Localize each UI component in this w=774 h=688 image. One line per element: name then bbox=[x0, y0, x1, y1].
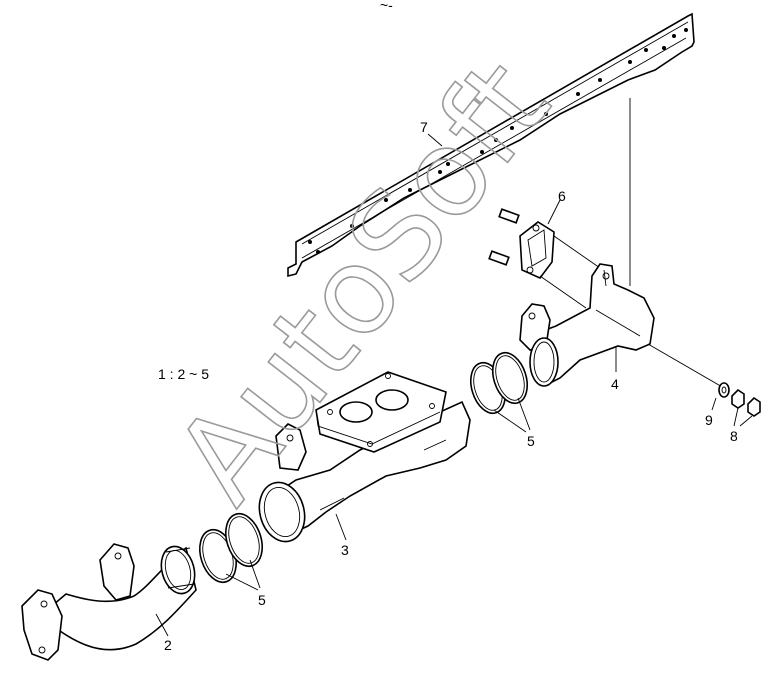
exhaust-manifold-rear bbox=[519, 263, 655, 387]
leader-line-9 bbox=[711, 397, 717, 411]
callout-5-rear: 5 bbox=[527, 433, 535, 449]
leader-line-8b bbox=[739, 415, 753, 427]
leader-line-8a bbox=[733, 407, 739, 427]
seal-ring-front-pair bbox=[199, 512, 263, 584]
leader-line-gasket bbox=[553, 235, 601, 269]
leader-line-5-rear-a bbox=[493, 409, 527, 433]
leader-line-5-front-b bbox=[249, 559, 261, 589]
seal-ring-rear-pair bbox=[469, 351, 529, 415]
flange-gasket bbox=[519, 221, 555, 279]
leader-line-6 bbox=[547, 199, 561, 225]
leader-line-2 bbox=[155, 613, 169, 637]
leader-line-3 bbox=[335, 513, 347, 541]
callout-7: 7 bbox=[420, 119, 428, 135]
top-mark: ~- bbox=[380, 0, 393, 13]
washer bbox=[718, 382, 730, 398]
heat-shield-plate bbox=[287, 12, 695, 278]
callout-3: 3 bbox=[341, 542, 349, 558]
hex-nut bbox=[731, 388, 761, 417]
callout-5-front: 5 bbox=[258, 592, 266, 608]
exhaust-manifold-center bbox=[258, 371, 471, 543]
leader-line-gasket-2 bbox=[539, 275, 587, 309]
callout-8: 8 bbox=[730, 428, 738, 444]
leader-line-bolt-axis bbox=[647, 343, 725, 389]
callout-2: 2 bbox=[164, 637, 172, 653]
exhaust-manifold-front bbox=[21, 543, 197, 661]
callout-9: 9 bbox=[705, 412, 713, 428]
scale-note: 1 : 2 ~ 5 bbox=[158, 366, 209, 382]
callout-6: 6 bbox=[558, 188, 566, 204]
leader-line-5-rear-b bbox=[517, 397, 531, 431]
callout-4: 4 bbox=[611, 376, 619, 392]
stud-bolt bbox=[488, 208, 520, 266]
leader-line-5-front-a bbox=[225, 573, 259, 591]
leader-line-7 bbox=[427, 133, 443, 147]
